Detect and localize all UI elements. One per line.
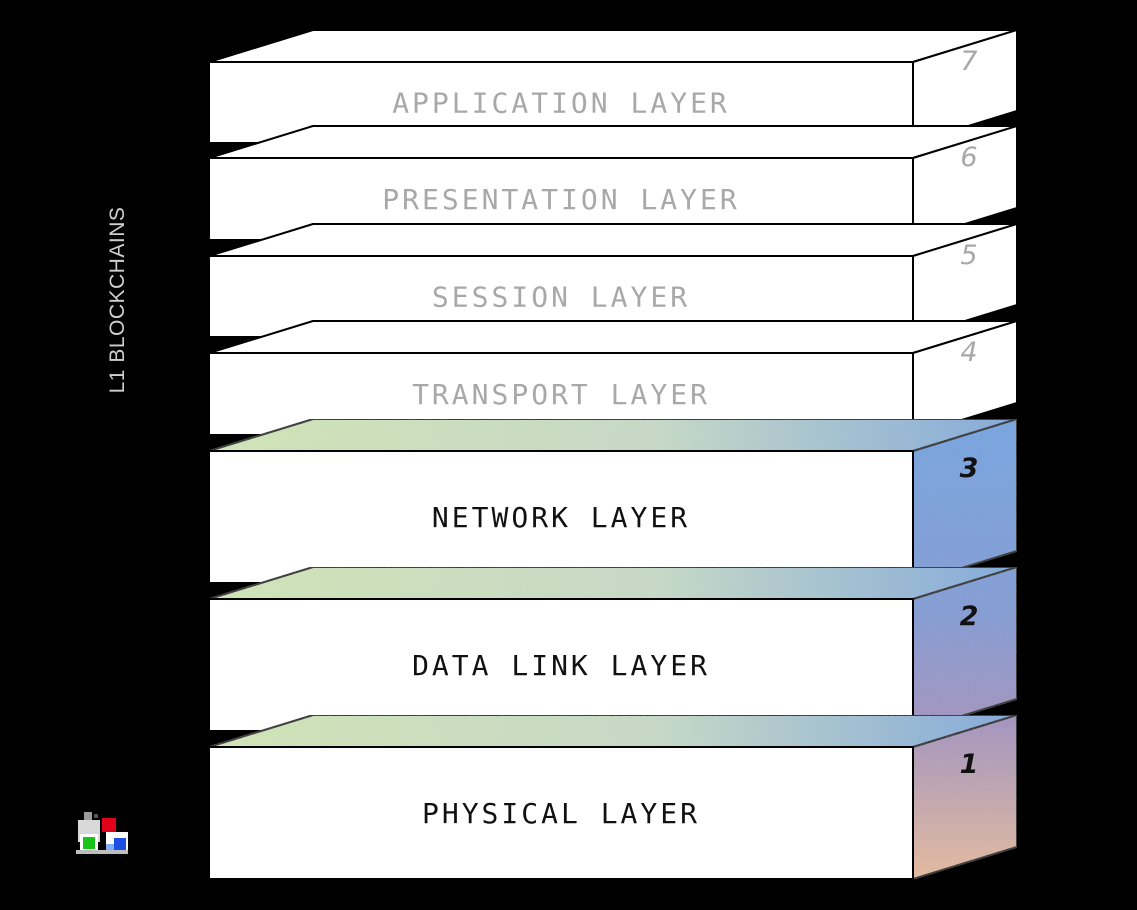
layer-1-number: 1	[960, 749, 979, 780]
layer-5-label: SESSION LAYER	[432, 281, 690, 314]
layer-4: TRANSPORT LAYER 4	[208, 320, 1018, 436]
layer-7-top-face	[208, 29, 1018, 63]
layer-4-number: 4	[960, 337, 977, 368]
layer-6-label: PRESENTATION LAYER	[382, 183, 739, 216]
layer-6: PRESENTATION LAYER 6	[208, 125, 1018, 241]
layer-2-top-face	[208, 566, 1018, 600]
layer-4-top-face	[208, 320, 1018, 354]
layer-4-label: TRANSPORT LAYER	[412, 378, 710, 411]
layer-1-top-face	[208, 714, 1018, 748]
layer-2-front-face	[208, 598, 914, 732]
layer-2-label: DATA LINK LAYER	[412, 649, 710, 682]
layer-5-top-face	[208, 223, 1018, 257]
layer-2: DATA LINK LAYER 2	[208, 566, 1018, 732]
layer-3-top-face	[208, 418, 1018, 452]
side-label-l1-blockchains: L1 BLOCKCHAINS	[106, 206, 129, 394]
layer-6-top-face	[208, 125, 1018, 159]
layer-7-number: 7	[960, 46, 977, 77]
layer-3-number: 3	[960, 453, 979, 484]
layer-3-front-face	[208, 450, 914, 584]
layer-1: PHYSICAL LAYER 1	[208, 714, 1018, 880]
layer-1-label: PHYSICAL LAYER	[422, 797, 700, 830]
layer-3: NETWORK LAYER 3	[208, 418, 1018, 584]
layer-7-label: APPLICATION LAYER	[392, 87, 730, 120]
layer-6-number: 6	[960, 142, 977, 173]
layer-5-number: 5	[960, 240, 977, 271]
layer-3-label: NETWORK LAYER	[432, 501, 690, 534]
layer-1-front-face	[208, 746, 914, 880]
layer-2-number: 2	[960, 601, 979, 632]
network-node-icon	[76, 812, 128, 854]
